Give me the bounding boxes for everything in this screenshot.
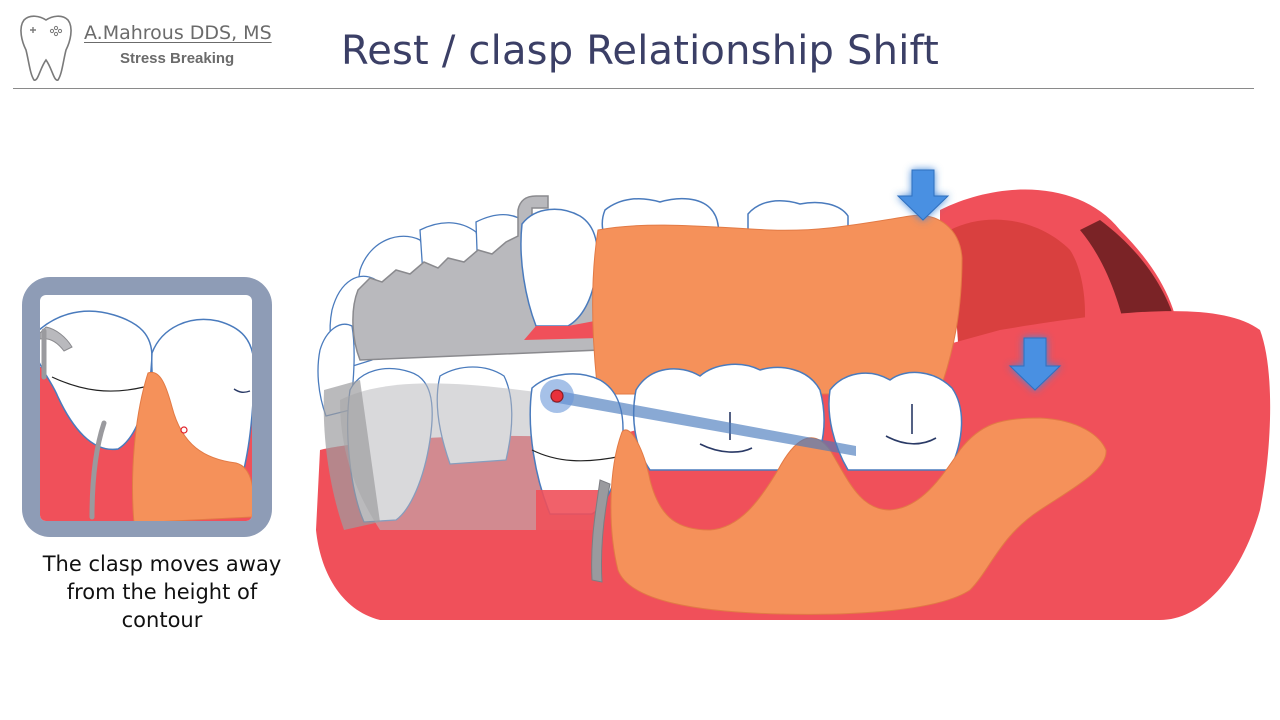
tooth-gamepad-icon [20,15,72,81]
detail-denture-base [132,371,252,521]
down-arrow-icon [896,169,950,221]
clasp-arm [591,479,611,583]
partial-denture-diagram [316,169,1271,620]
rotation-axis [552,390,856,456]
detail-clasp-arm [89,420,107,520]
brand-name: A.Mahrous DDS, MS [84,22,272,44]
upper-denture-base [592,214,963,395]
detail-caption: The clasp moves away from the height of … [42,552,282,632]
down-arrow-icon [1008,337,1062,391]
page-title: Rest / clasp Relationship Shift [341,28,939,74]
lower-denture-base [610,417,1107,615]
partial-denture-illustration [300,150,1280,635]
clasp-detail-panel [22,277,272,542]
abutment-height-of-contour [531,449,623,462]
title-divider [13,88,1254,89]
detail-rest [40,326,73,352]
detail-pivot-dot [180,426,188,434]
brand-topic: Stress Breaking [120,50,235,67]
height-of-contour-line [51,376,145,392]
lower-molar-2 [828,371,963,471]
brand-block: A.Mahrous DDS, MS Stress Breaking [16,12,286,84]
clasp-detail-illustration [22,277,272,537]
